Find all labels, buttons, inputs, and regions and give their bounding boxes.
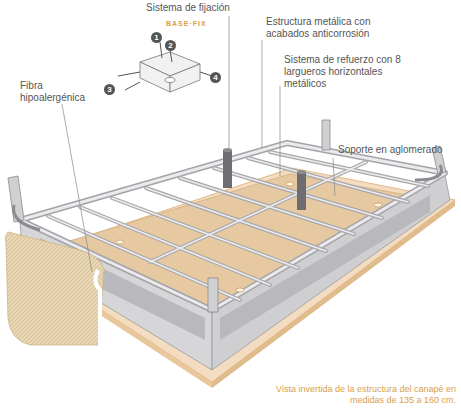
callout-number: 2	[165, 40, 176, 51]
part-label: Fibra hipoalergénica	[20, 80, 105, 104]
part-label: Soporte en aglomerado	[338, 144, 458, 156]
callout-number: 3	[104, 84, 115, 95]
brand-label: BASE·FIX	[166, 18, 236, 30]
callout-number: 4	[210, 72, 221, 83]
caption: Vista invertida de la estructura del can…	[270, 384, 456, 406]
part-label: Sistema de fijación	[146, 2, 246, 14]
callout-number: 1	[151, 32, 162, 43]
part-label: Estructura metálica con acabados anticor…	[266, 16, 386, 40]
part-label: Sistema de refuerzo con 8 largueros hori…	[284, 54, 404, 90]
